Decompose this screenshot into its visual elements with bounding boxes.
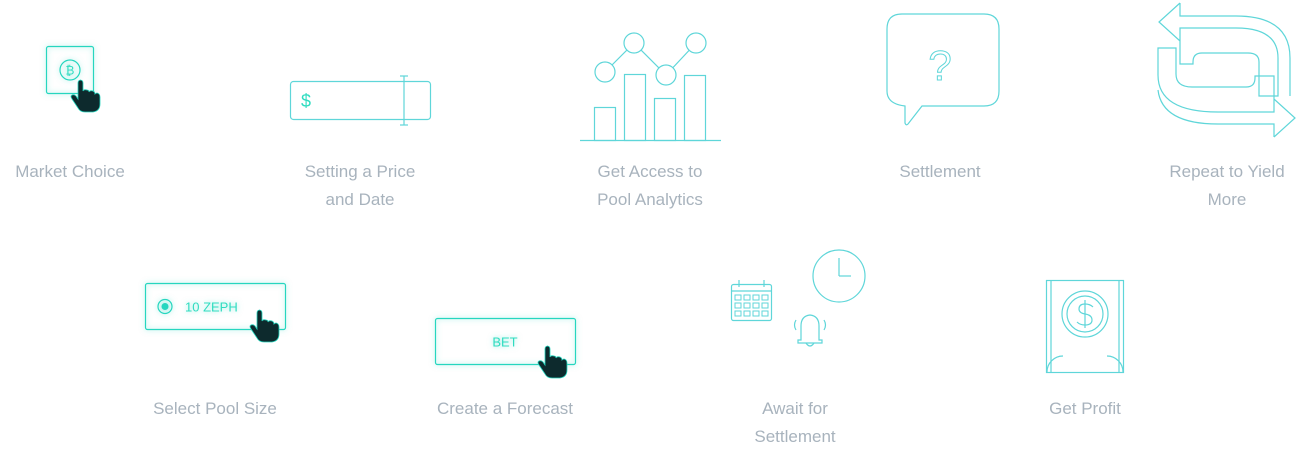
step-label: Select Pool Size: [153, 399, 277, 418]
analytics-chart-icon: [580, 32, 721, 142]
price-input-icon: $: [289, 75, 432, 126]
step-pool-analytics: Get Access to Pool Analytics: [540, 0, 760, 210]
pool-size-radio-icon: 10 ZEPH: [144, 282, 287, 343]
clock-icon: [812, 249, 866, 303]
calendar-icon: [730, 280, 773, 322]
step-label: Get Access to Pool Analytics: [597, 162, 703, 209]
step-market-choice: ₿ Market Choice: [0, 0, 140, 210]
step-create-forecast: BET Create a Forecast: [395, 240, 615, 440]
dollar-symbol: $: [301, 91, 311, 111]
step-label: Settlement: [899, 162, 981, 181]
question-mark: ?: [928, 42, 951, 89]
step-get-profit: Get Profit: [975, 240, 1195, 440]
repeat-arrows-icon: [1157, 2, 1296, 138]
step-label: Await for Settlement: [754, 399, 836, 446]
bell-icon: [793, 314, 827, 347]
step-await-settlement: Await for Settlement: [685, 240, 905, 450]
bitcoin-coin-click-icon: ₿: [45, 45, 101, 113]
bet-label: BET: [492, 335, 517, 350]
step-label: Create a Forecast: [436, 399, 574, 418]
step-settlement: ? Settlement: [830, 0, 1050, 210]
step-label: Setting a Price and Date: [304, 162, 416, 209]
bitcoin-symbol: ₿: [66, 64, 75, 78]
step-label: Repeat to Yield More: [1169, 162, 1285, 209]
pool-option-label: 10 ZEPH: [185, 300, 238, 315]
calendar-clock-bell-icon: [730, 249, 866, 347]
step-select-pool-size: 10 ZEPH Select Pool Size: [105, 240, 325, 440]
step-setting-price: $ Setting a Price and Date: [250, 0, 470, 210]
step-label: Market Choice: [15, 162, 125, 181]
dollar-note-icon: [1045, 279, 1125, 374]
question-bubble-icon: ?: [886, 13, 1000, 126]
step-label: Get Profit: [1049, 399, 1121, 418]
step-repeat: Repeat to Yield More: [1118, 0, 1296, 210]
bet-button-icon[interactable]: BET: [395, 240, 615, 385]
